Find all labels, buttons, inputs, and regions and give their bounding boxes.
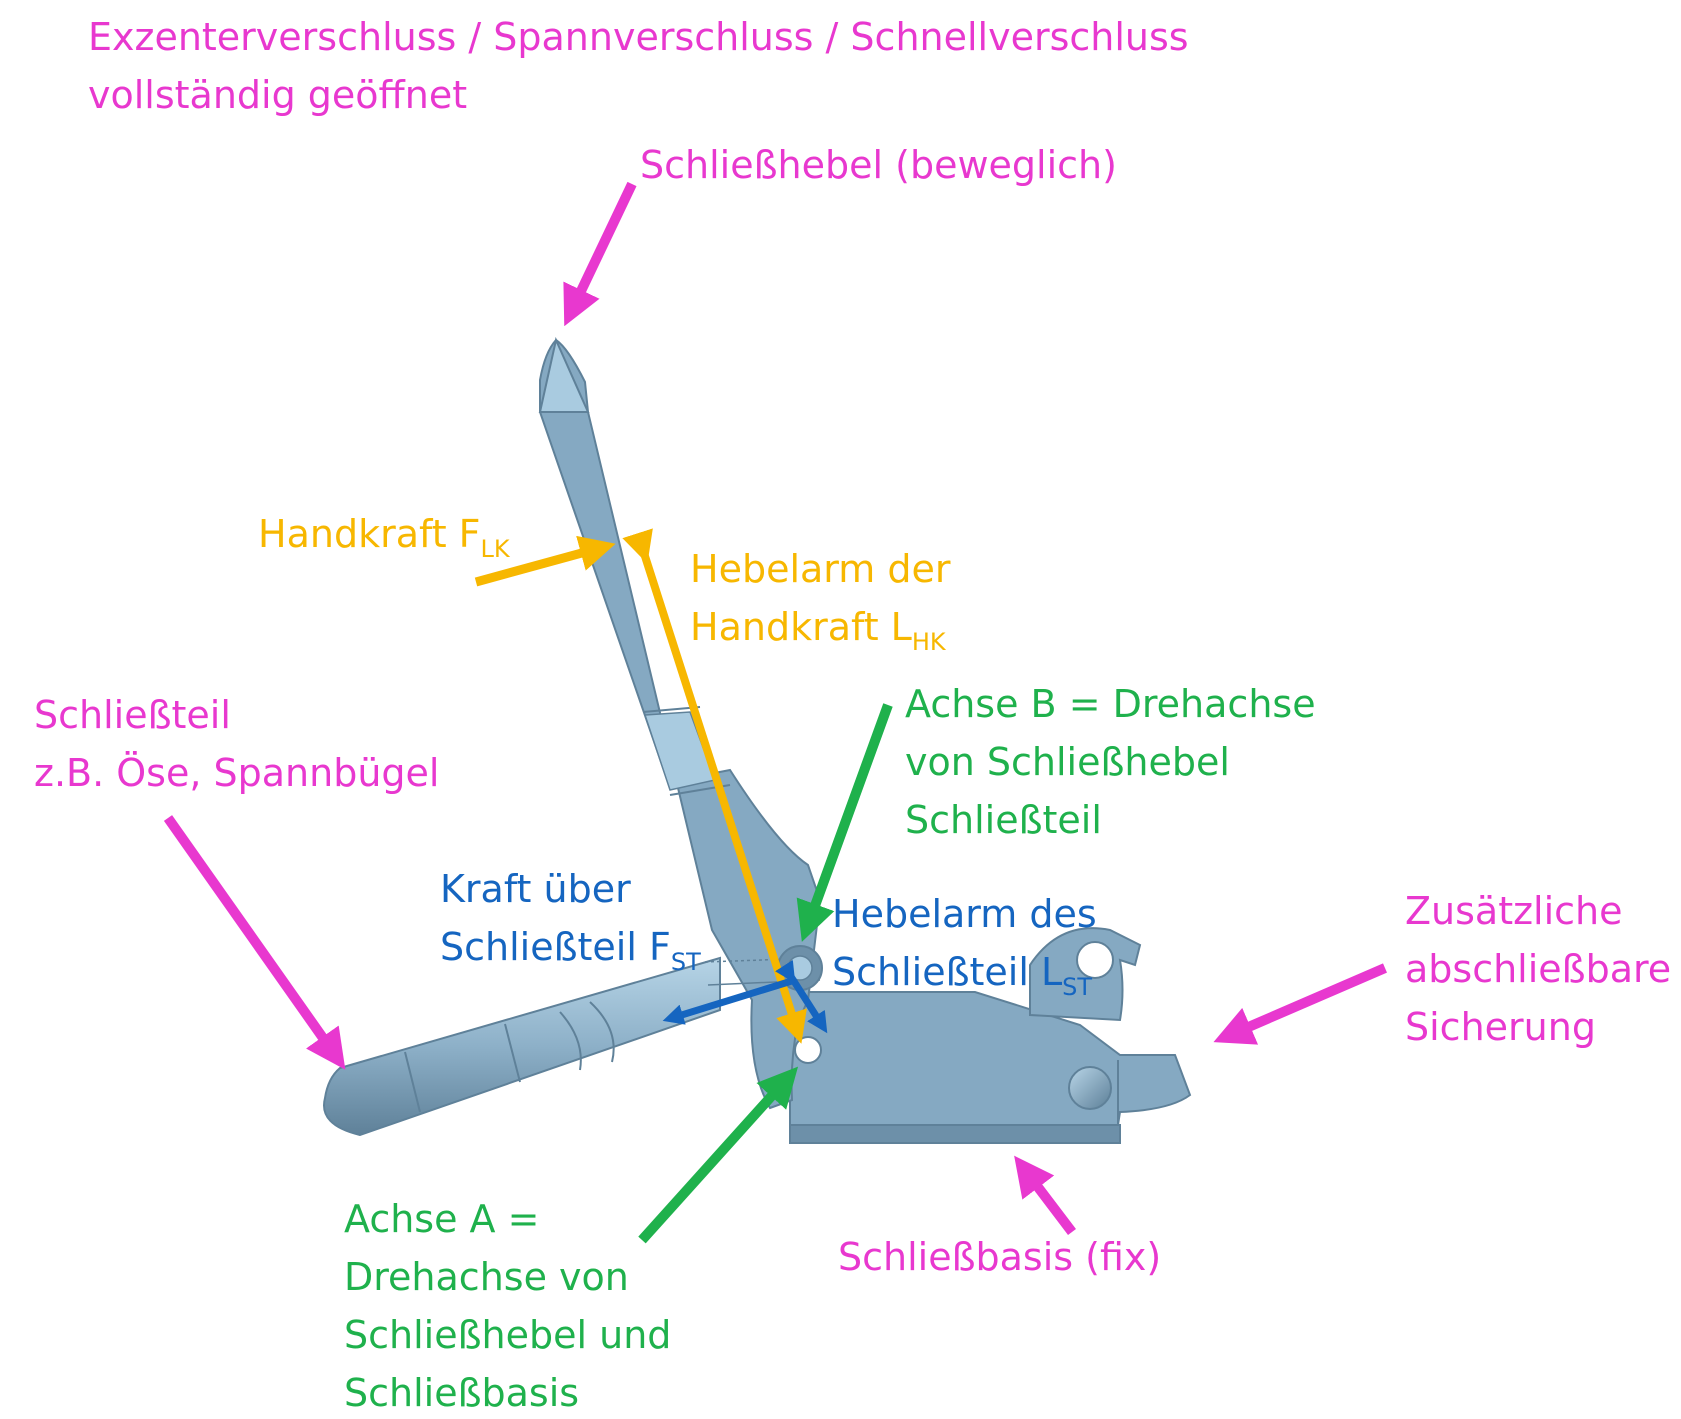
label-safety-line1: Zusätzliche xyxy=(1405,889,1623,933)
label-axis-a-line2: Drehachse von xyxy=(344,1255,629,1299)
label-base: Schließbasis (fix) xyxy=(838,1235,1162,1279)
label-force-closing-part-text: Schließteil F xyxy=(440,925,671,969)
closing-part-rod xyxy=(323,956,721,1137)
arrow-hand-force xyxy=(474,535,616,587)
label-axis-b-line3: Schließteil xyxy=(905,798,1102,842)
label-force-closing-part-line1: Kraft über xyxy=(440,867,631,911)
label-force-closing-part-line2: Schließteil FST xyxy=(440,918,701,981)
label-lever-arm-closing-part-line1: Hebelarm des xyxy=(832,892,1097,936)
label-lever-arm-hand-text: Handkraft L xyxy=(690,605,912,649)
label-closing-part-line1: Schließteil xyxy=(34,693,231,737)
label-lever-arm-hand-line1: Hebelarm der xyxy=(690,547,951,591)
arrow-lever-arm-hand xyxy=(622,528,807,1044)
arrow-lever-arm-closing-part xyxy=(775,959,828,1034)
label-lever-arm-hand-sub: HK xyxy=(911,628,946,656)
label-lever-arm-closing-part-sub: ST xyxy=(1062,973,1093,1001)
arrow-axis-a xyxy=(638,1066,799,1244)
label-safety-line3: Sicherung xyxy=(1405,1005,1596,1049)
label-axis-a-line1: Achse A = xyxy=(344,1197,540,1241)
label-safety: Zusätzliche abschließbare Sicherung xyxy=(1405,882,1671,1056)
label-force-closing-part: Kraft über Schließteil FST xyxy=(440,860,701,981)
arrow-lever xyxy=(563,181,637,327)
label-axis-a-line4: Schließbasis xyxy=(344,1371,580,1415)
arrow-force-closing-part xyxy=(662,976,797,1025)
arrow-safety xyxy=(1213,963,1387,1045)
label-force-closing-part-sub: ST xyxy=(670,948,701,976)
clamp-base xyxy=(789,927,1192,1144)
label-lever-arm-closing-part: Hebelarm des Schließteil LST xyxy=(832,885,1097,1006)
arrow-base xyxy=(1014,1155,1076,1236)
label-axis-b-line2: von Schließhebel xyxy=(905,740,1230,784)
label-hand-force-sub: LK xyxy=(480,535,510,563)
label-hand-force-text: Handkraft F xyxy=(258,512,481,556)
arrow-closing-part xyxy=(163,815,346,1070)
label-lever-arm-hand: Hebelarm der Handkraft LHK xyxy=(690,540,950,661)
label-lever-arm-closing-part-text: Schließteil L xyxy=(832,950,1063,994)
label-safety-line2: abschließbare xyxy=(1405,947,1672,991)
label-closing-part-line2: z.B. Öse, Spannbügel xyxy=(34,751,440,795)
label-lever: Schließhebel (beweglich) xyxy=(640,143,1117,187)
title-line-1: Exzenterverschluss / Spannverschluss / S… xyxy=(88,15,1189,59)
label-axis-b-line1: Achse B = Drehachse xyxy=(905,682,1316,726)
label-axis-b: Achse B = Drehachse von Schließhebel Sch… xyxy=(905,675,1316,849)
label-lever-arm-closing-part-line2: Schließteil LST xyxy=(832,943,1097,1006)
label-axis-a-line3: Schließhebel und xyxy=(344,1313,672,1357)
arrow-axis-b xyxy=(796,703,893,942)
title-line-2: vollständig geöffnet xyxy=(88,73,468,117)
label-lever-arm-hand-line2: Handkraft LHK xyxy=(690,598,950,661)
label-axis-a: Achse A = Drehachse von Schließhebel und… xyxy=(344,1190,671,1419)
label-hand-force: Handkraft FLK xyxy=(258,505,510,568)
label-closing-part: Schließteil z.B. Öse, Spannbügel xyxy=(34,686,439,802)
diagram-title: Exzenterverschluss / Spannverschluss / S… xyxy=(88,8,1189,124)
